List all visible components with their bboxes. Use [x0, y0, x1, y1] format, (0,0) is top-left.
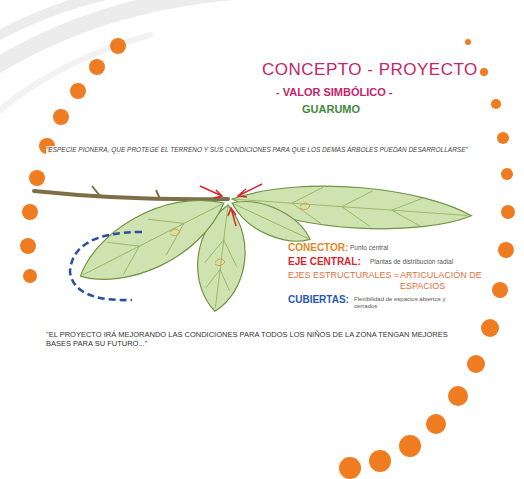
branch-node	[92, 186, 160, 199]
branch	[34, 191, 228, 199]
background-swoosh	[0, 0, 270, 110]
key-term: CONECTOR:	[288, 242, 348, 254]
key-note: Plantas de distribución radial	[370, 258, 485, 266]
dotted-circle	[20, 38, 515, 479]
key-note: Flexibilidad de espacios abiertos y cerr…	[354, 296, 464, 310]
leaf	[68, 179, 473, 314]
key-term: EJE CENTRAL:	[288, 256, 361, 268]
key-term: EJES ESTRUCTURALES =	[288, 270, 399, 281]
title: CONCEPTO - PROYECTO	[262, 60, 478, 80]
red-arrow	[200, 184, 262, 226]
quote-note: "ESPECIE PIONERA, QUE PROTEGE EL TERRENO…	[46, 146, 486, 154]
closing-note: "EL PROYECTO IRÁ MEJORANDO LAS CONDICION…	[46, 330, 466, 348]
subtitle: - VALOR SIMBÓLICO -	[276, 86, 393, 99]
key-note: ARTICULACIÓN DE ESPACIOS	[400, 270, 482, 292]
dashed-bracket	[70, 232, 142, 300]
tree-name: GUARUMO	[302, 103, 360, 116]
key-term: CUBIERTAS:	[288, 294, 349, 306]
key-note: Punto central	[350, 244, 460, 252]
